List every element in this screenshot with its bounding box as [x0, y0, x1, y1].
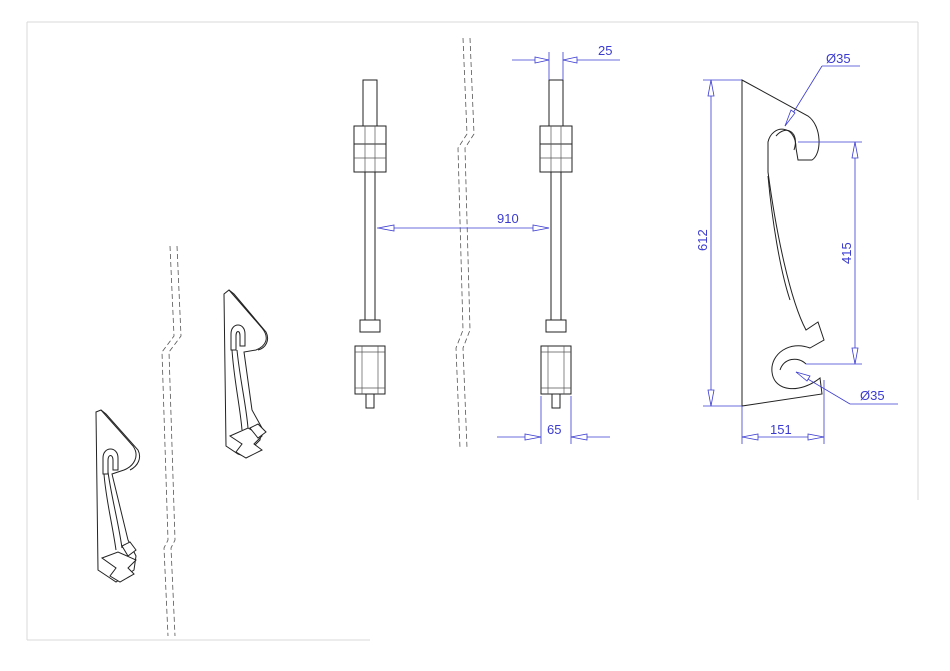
dimension-label-hole-bottom: Ø35: [860, 388, 885, 403]
dimension-spacing: 910: [377, 211, 550, 232]
dimension-width-bottom: 65: [497, 396, 610, 444]
front-view-column-left: [353, 79, 387, 409]
dimension-height-total: 612: [695, 79, 742, 407]
dimension-label-hole-top: Ø35: [826, 51, 851, 66]
leader-hole-bottom: Ø35: [795, 371, 898, 405]
dimension-label-25: 25: [598, 43, 612, 58]
break-line-2: [455, 37, 475, 449]
dimension-label-612: 612: [695, 229, 710, 251]
side-view-hook-plate: [741, 79, 825, 407]
break-line-1: [161, 245, 182, 637]
dimension-label-151: 151: [770, 422, 792, 437]
sheet-frame: [26, 21, 919, 641]
dimension-hole-spacing: 415: [798, 141, 862, 365]
isometric-hook-plate-2: [223, 289, 269, 459]
dimension-width-top: 25: [512, 43, 620, 80]
leader-hole-top: Ø35: [784, 51, 860, 127]
dimension-label-910: 910: [497, 211, 519, 226]
dimension-label-415: 415: [839, 242, 854, 264]
front-view-column-right: [539, 79, 573, 409]
isometric-hook-plate-1: [95, 409, 141, 583]
dimension-label-65: 65: [547, 422, 561, 437]
dimension-base-width: 151: [741, 380, 825, 444]
